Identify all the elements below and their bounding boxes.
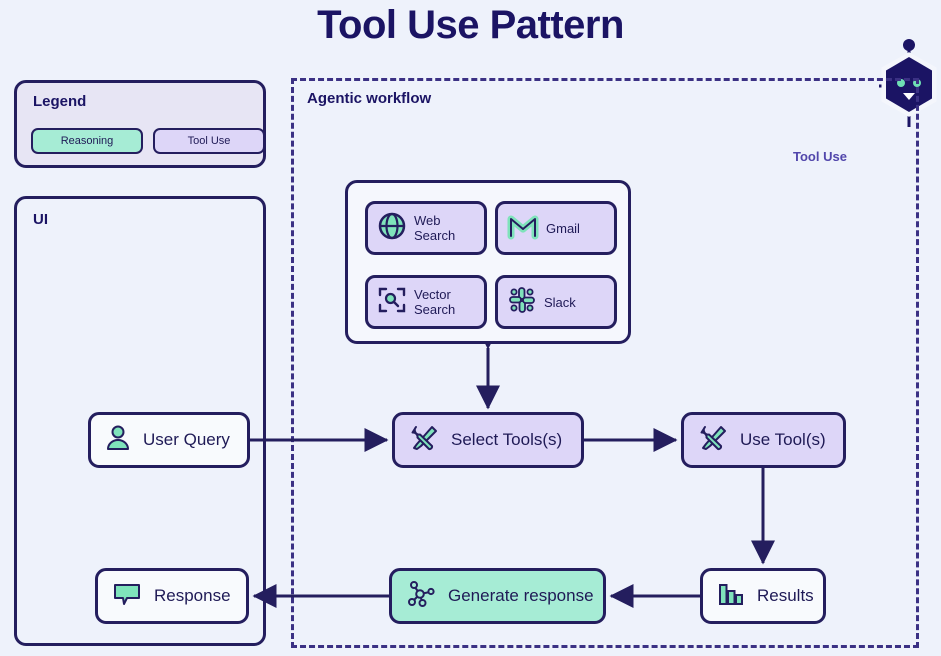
node-user-query[interactable]: User Query	[88, 412, 250, 468]
slack-icon	[507, 285, 537, 320]
ui-panel: UI	[14, 196, 266, 646]
globe-icon	[377, 211, 407, 246]
tool-card-gmail[interactable]: Gmail	[495, 201, 617, 255]
node-use-tools[interactable]: Use Tool(s)	[681, 412, 846, 468]
user-icon	[105, 424, 131, 457]
node-user-query-label: User Query	[143, 430, 230, 449]
node-results[interactable]: Results	[700, 568, 826, 624]
node-generate-response-label: Generate response	[448, 586, 594, 605]
robot-head-icon	[878, 38, 940, 130]
node-response-label: Response	[154, 586, 231, 605]
legend-chip-tool-use-label: Tool Use	[187, 135, 231, 147]
legend-chip-reasoning-label: Reasoning	[60, 135, 114, 147]
page-title: Tool Use Pattern	[317, 3, 624, 47]
legend-chip-tool-use: Tool Use	[153, 128, 265, 154]
tools-icon	[698, 423, 728, 458]
legend-chip-reasoning: Reasoning	[31, 128, 143, 154]
agentic-workflow-region	[291, 78, 919, 648]
tools-icon	[409, 423, 439, 458]
legend-title: Legend	[33, 93, 87, 110]
tool-card-vector-search[interactable]: Vector Search	[365, 275, 487, 329]
tool-card-slack[interactable]: Slack	[495, 275, 617, 329]
network-icon	[406, 579, 436, 614]
chat-bubble-icon	[112, 581, 142, 612]
legend-panel: Legend Reasoning Tool Use	[14, 80, 266, 168]
gmail-m-icon	[507, 211, 539, 246]
agentic-workflow-title: Agentic workflow	[307, 90, 432, 107]
node-select-tools-label: Select Tools(s)	[451, 430, 563, 449]
ui-panel-title: UI	[33, 211, 48, 228]
tool-use-region-label: Tool Use	[793, 149, 847, 164]
node-response[interactable]: Response	[95, 568, 249, 624]
vector-search-icon	[377, 285, 407, 320]
node-use-tools-label: Use Tool(s)	[740, 430, 826, 449]
node-select-tools[interactable]: Select Tools(s)	[392, 412, 584, 468]
node-results-label: Results	[757, 586, 814, 605]
tools-panel: Web Search Gmail Vector Search	[345, 180, 631, 344]
tool-card-slack-label: Slack	[544, 294, 576, 310]
bar-chart-icon	[717, 580, 745, 613]
tool-card-web-search[interactable]: Web Search	[365, 201, 487, 255]
node-generate-response[interactable]: Generate response	[389, 568, 606, 624]
tool-card-gmail-label: Gmail	[546, 220, 580, 236]
tool-card-vector-search-label: Vector Search	[414, 287, 456, 317]
tool-card-web-search-label: Web Search	[414, 213, 456, 243]
